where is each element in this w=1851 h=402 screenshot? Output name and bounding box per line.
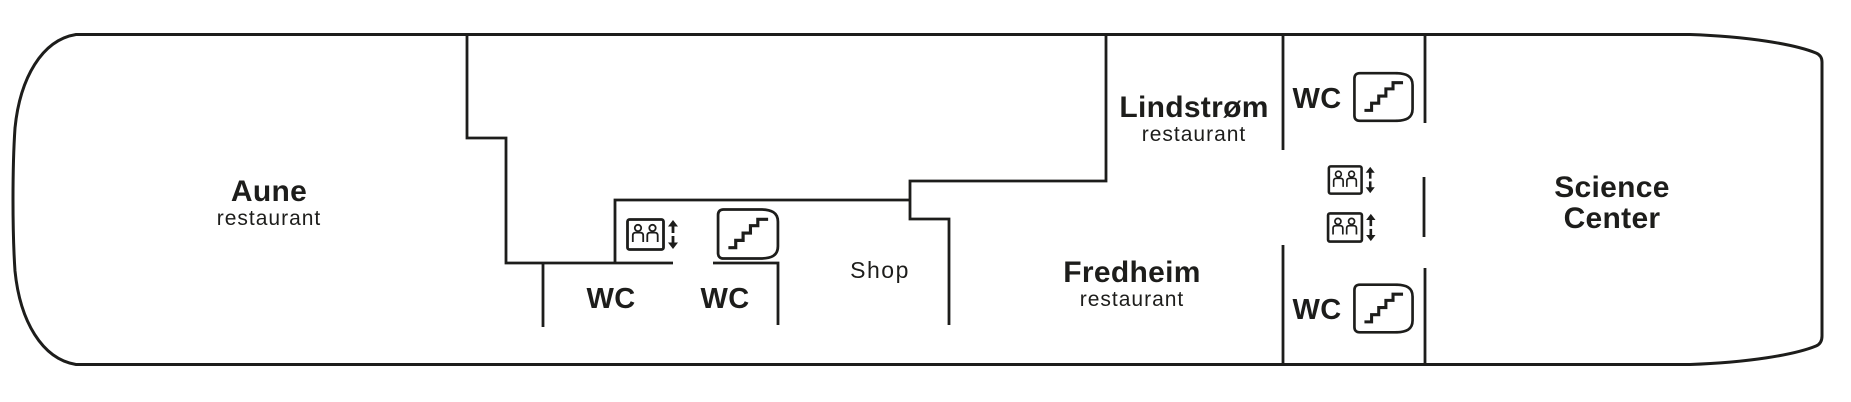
aune-subtitle: restaurant: [216, 207, 322, 230]
wall-elevator-lobby: [613, 198, 910, 263]
wall-stair-block-right: [1422, 34, 1427, 364]
science-center-line1: Science: [1554, 171, 1670, 204]
lindstrom-subtitle: restaurant: [1141, 123, 1247, 146]
wall-shop-lindstrom: [908, 34, 1108, 325]
wc-label: WC: [1292, 294, 1342, 326]
aune-name: Aune: [230, 175, 308, 208]
aune-label: Aune restaurant: [217, 176, 322, 230]
wc-label: WC: [1292, 83, 1342, 115]
elevator-icon: [1326, 212, 1376, 243]
wall-galley-step: [465, 34, 673, 265]
wc-label: WC: [700, 283, 750, 315]
science-center-line2: Center: [1563, 202, 1661, 235]
lindstrom-name: Lindstrøm: [1119, 91, 1269, 124]
stairs-icon: [1353, 71, 1414, 123]
fredheim-label: Fredheim restaurant: [1063, 257, 1200, 311]
elevator-icon: [1327, 165, 1375, 195]
ship-hull-outline: [11, 33, 1824, 366]
fredheim-name: Fredheim: [1063, 256, 1201, 289]
shop-label: Shop: [850, 257, 910, 283]
fredheim-subtitle: restaurant: [1079, 288, 1185, 311]
stairs-icon: [716, 208, 780, 260]
elevator-icon: [626, 218, 678, 251]
wc-label: WC: [586, 283, 636, 315]
wall-wc-rooms: [541, 261, 780, 327]
science-center-label: Science Center: [1554, 172, 1670, 234]
lindstrom-label: Lindstrøm restaurant: [1119, 92, 1268, 146]
stairs-icon: [1353, 283, 1414, 334]
